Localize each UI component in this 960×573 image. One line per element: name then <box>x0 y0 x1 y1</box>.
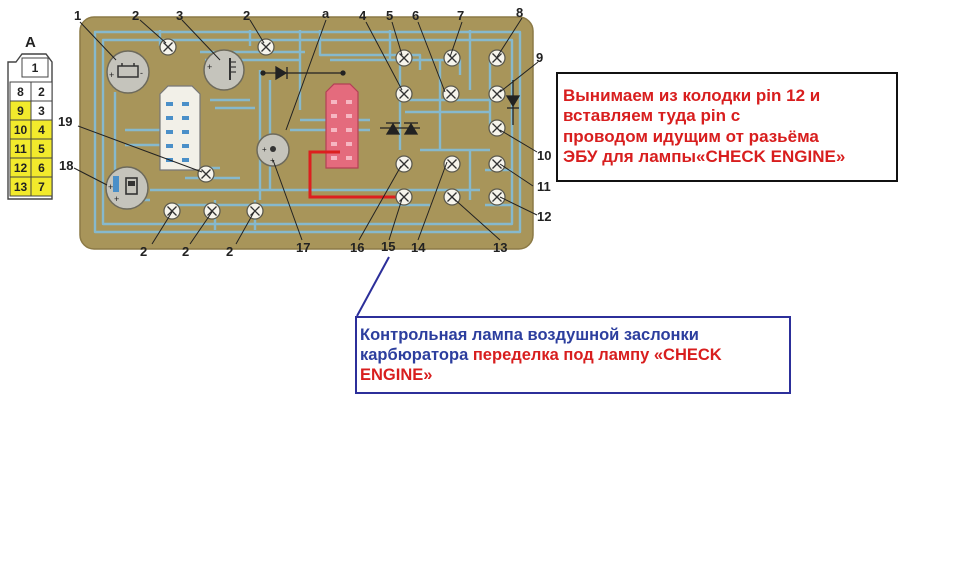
callout-4: 4 <box>359 8 367 23</box>
terminal-screw <box>203 202 221 220</box>
connector-pin-cell <box>30 176 53 197</box>
callout-labels: 1 2 3 2 a 4 5 6 7 8 9 10 11 12 13 14 15 … <box>58 5 551 259</box>
red-note-line-1: Вынимаем из колодки pin 12 и <box>563 86 821 105</box>
callout-7: 7 <box>457 8 464 23</box>
circuit-board <box>79 16 534 250</box>
connector-block-pink <box>325 83 359 169</box>
callout-8: 8 <box>516 5 523 20</box>
svg-text:+: + <box>109 70 114 80</box>
callout-17: 17 <box>296 240 310 255</box>
diode-9 <box>505 80 521 125</box>
terminal-screw <box>488 85 506 103</box>
connector-pin-label: 4 <box>38 123 45 137</box>
terminal-screw <box>443 155 461 173</box>
blue-note-line-2: карбюратора переделка под лампу «CHECK <box>360 346 783 366</box>
callout-a: a <box>322 6 330 21</box>
callout-2d: 2 <box>182 244 189 259</box>
blue-instruction-note: Контрольная лампа воздушной заслонки кар… <box>355 316 791 394</box>
connector-pin-label: 2 <box>38 85 45 99</box>
connector-pin-label: 5 <box>38 142 45 156</box>
diode-pair <box>380 122 420 135</box>
callout-6: 6 <box>412 8 419 23</box>
leader-lines <box>73 17 539 245</box>
terminal-screw <box>488 49 506 67</box>
connector-pin-label: 12 <box>14 161 28 175</box>
connector-pin-label: 9 <box>17 104 24 118</box>
connector-pin-label: 8 <box>17 85 24 99</box>
battery-indicator-socket: + - <box>106 50 150 94</box>
connector-pin-label: 11 <box>14 142 27 156</box>
terminal-screw <box>257 38 275 56</box>
callout-3: 3 <box>176 8 183 23</box>
callout-19: 19 <box>58 114 72 129</box>
battery-icon <box>117 65 139 78</box>
callout-13: 13 <box>493 240 507 255</box>
callout-10: 10 <box>537 148 551 163</box>
connector-title: A <box>25 34 36 51</box>
callout-11: 11 <box>537 179 551 194</box>
terminal-screw <box>246 202 264 220</box>
blue-leader-line <box>356 256 390 317</box>
svg-text:+: + <box>114 194 119 204</box>
coolant-temperature-socket: + <box>203 49 245 91</box>
blue-note-line-2-start: карбюратора <box>360 345 473 364</box>
red-note-line-4: ЭБУ для лампы«CHECK ENGINE» <box>563 147 846 167</box>
red-note-line-3: проводом идущим от разьёма <box>563 126 819 146</box>
terminal-screw <box>488 155 506 173</box>
callout-2a: 2 <box>132 8 139 23</box>
terminal-screw <box>163 202 181 220</box>
fuel-gauge-socket: + + <box>105 166 149 210</box>
callout-2b: 2 <box>243 8 250 23</box>
connector-pin-label: 6 <box>38 161 45 175</box>
terminal-screw <box>197 165 215 183</box>
connector-pin-cell <box>21 57 49 78</box>
connector-pin-label: 13 <box>14 180 28 194</box>
callout-18: 18 <box>59 158 73 173</box>
red-wire <box>308 150 402 199</box>
callout-12: 12 <box>537 209 551 224</box>
callout-2e: 2 <box>226 244 233 259</box>
svg-text:-: - <box>140 68 143 78</box>
terminal-screw <box>159 38 177 56</box>
blue-note-line-3: ENGINE» <box>360 365 433 384</box>
red-instruction-note: Вынимаем из колодки pin 12 и вставляем т… <box>556 72 898 182</box>
callout-2c: 2 <box>140 244 147 259</box>
connector-pin-label: 10 <box>14 123 28 137</box>
callout-9: 9 <box>536 50 543 65</box>
small-socket-17: + + <box>256 133 290 167</box>
svg-text:+: + <box>262 145 267 154</box>
svg-text:+: + <box>108 182 113 192</box>
terminal-screw <box>488 188 506 206</box>
connector-pin-label: 1 <box>32 61 39 75</box>
callout-16: 16 <box>350 240 364 255</box>
fuel-pump-icon <box>125 177 138 195</box>
blue-note-line-2-highlight: переделка под лампу «CHECK <box>472 345 722 364</box>
terminal-screw <box>395 188 413 206</box>
callout-5: 5 <box>386 8 393 23</box>
svg-text:+: + <box>270 156 275 165</box>
callout-15: 15 <box>381 239 395 254</box>
callout-1: 1 <box>74 8 81 23</box>
diode-a <box>260 65 346 81</box>
blue-note-line-1: Контрольная лампа воздушной заслонки <box>360 326 699 344</box>
terminal-screw <box>395 49 413 67</box>
svg-text:+: + <box>207 62 212 72</box>
connector-block-white <box>159 85 201 171</box>
terminal-screw <box>488 119 506 137</box>
connector-pin-label: 3 <box>38 104 45 118</box>
terminal-screw <box>395 85 413 103</box>
connector-pin-label: 7 <box>38 180 45 194</box>
red-note-line-2: вставляем туда pin с <box>563 106 741 126</box>
terminal-screw <box>442 85 460 103</box>
callout-14: 14 <box>411 240 426 255</box>
